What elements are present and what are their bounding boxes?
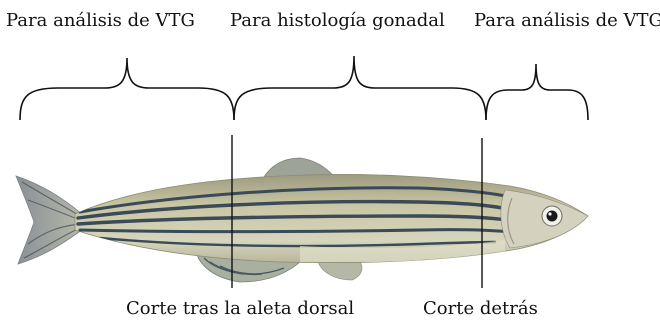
label-vtg-analysis-left: Para análisis de VTG	[6, 12, 195, 30]
zebrafish-illustration	[16, 158, 588, 282]
label-cut-dorsal-fin: Corte tras la aleta dorsal	[126, 300, 354, 318]
label-vtg-analysis-right: Para análisis de VTG	[474, 12, 660, 30]
label-gonadal-histology: Para histología gonadal	[230, 12, 445, 30]
brace-middle	[234, 56, 486, 120]
brace-left	[20, 58, 234, 120]
brace-right	[486, 64, 588, 120]
label-cut-behind: Corte detrás	[423, 300, 538, 318]
pelvic-fin	[318, 262, 362, 280]
tail-fin	[16, 176, 82, 264]
